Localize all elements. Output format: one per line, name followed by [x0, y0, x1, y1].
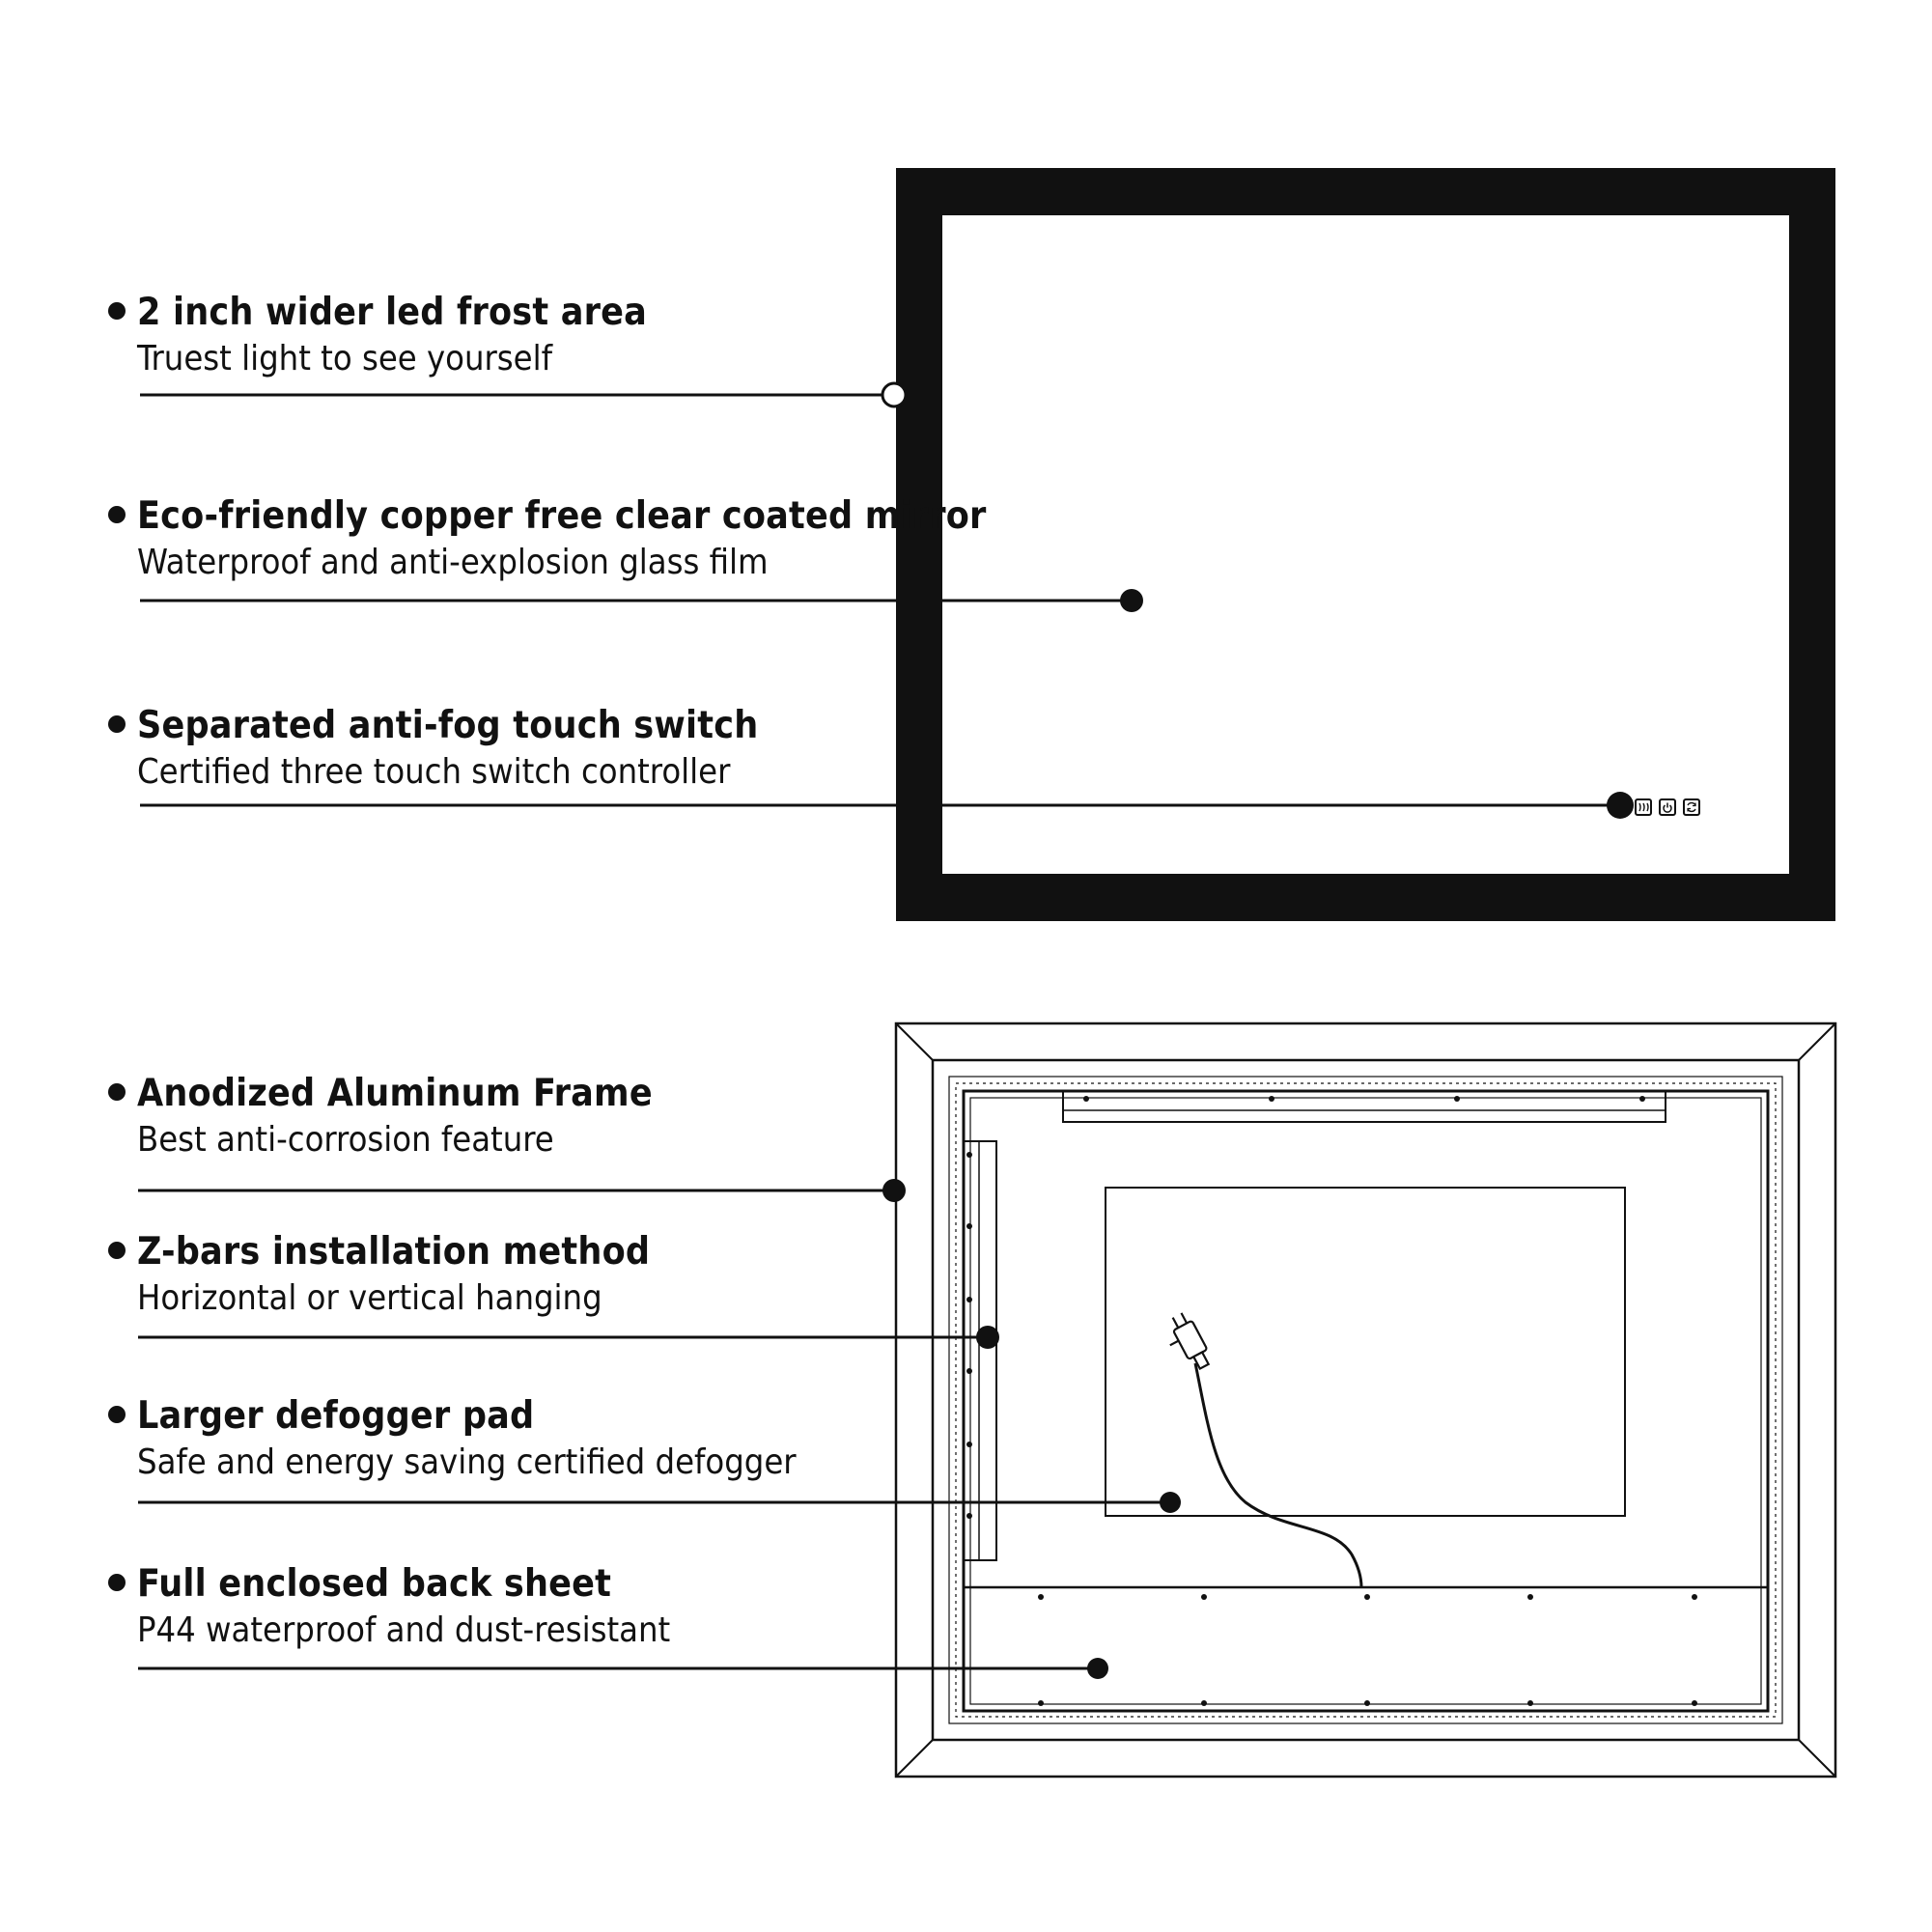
feature-subtitle: Truest light to see yourself: [137, 339, 552, 378]
screw-dot: [966, 1368, 972, 1374]
screw-dot: [1201, 1700, 1207, 1706]
screw-dot: [1692, 1700, 1697, 1706]
feature-back-sheet: Full enclosed back sheet P44 waterproof …: [108, 1561, 670, 1654]
screw-dot: [1639, 1096, 1645, 1102]
dimmer-icon: [1683, 798, 1700, 816]
feature-title: Full enclosed back sheet: [108, 1561, 670, 1608]
power-icon: [1659, 798, 1676, 816]
screw-dot: [1527, 1700, 1533, 1706]
callout-marker: [1160, 1492, 1181, 1513]
feature-title: Eco-friendly copper free clear coated mi…: [108, 493, 987, 540]
callout-marker: [882, 1179, 906, 1202]
feature-subtitle: Horizontal or vertical hanging: [137, 1278, 602, 1318]
feature-led-frost: 2 inch wider led frost area Truest light…: [108, 290, 647, 382]
mirror-back-view: [894, 1022, 1837, 1778]
defogger-pad: [1105, 1187, 1626, 1517]
screw-dot: [1364, 1594, 1370, 1600]
feature-subtitle: P44 waterproof and dust-resistant: [137, 1610, 671, 1650]
callout-marker: [1607, 792, 1634, 819]
screw-dot: [1201, 1594, 1207, 1600]
screw-dot: [1527, 1594, 1533, 1600]
feature-title: Separated anti-fog touch switch: [108, 703, 758, 749]
mirror-glass: [942, 215, 1789, 874]
back-sheet: [962, 1089, 1770, 1713]
feature-subtitle: Certified three touch switch controller: [137, 752, 731, 792]
screw-dot: [966, 1442, 972, 1447]
feature-clear-mirror: Eco-friendly copper free clear coated mi…: [108, 493, 987, 586]
screw-dot: [966, 1513, 972, 1519]
top-z-bar: [1062, 1090, 1666, 1123]
callout-markers: [881, 381, 1634, 1679]
screw-dots: [966, 1096, 1697, 1706]
feature-title: Anodized Aluminum Frame: [108, 1071, 653, 1117]
feature-defogger: Larger defogger pad Safe and energy savi…: [108, 1393, 797, 1486]
feature-subtitle: Waterproof and anti-explosion glass film: [137, 543, 769, 582]
feature-title: Larger defogger pad: [108, 1393, 797, 1440]
feature-title: Z-bars installation method: [108, 1229, 650, 1275]
screw-dot: [1454, 1096, 1460, 1102]
feature-touch-switch: Separated anti-fog touch switch Certifie…: [108, 703, 758, 796]
power-cable: [1193, 1362, 1363, 1588]
callout-marker: [1120, 589, 1143, 612]
side-z-bar: [963, 1140, 997, 1561]
screw-dot: [1038, 1594, 1044, 1600]
screw-dot: [1269, 1096, 1274, 1102]
screw-dot: [966, 1223, 972, 1229]
feature-subtitle: Best anti-corrosion feature: [137, 1120, 554, 1160]
aluminum-frame-inner: [931, 1058, 1801, 1742]
callout-marker: [976, 1326, 999, 1349]
screw-dot: [1364, 1700, 1370, 1706]
plug-icon: [1169, 1312, 1211, 1371]
feature-subtitle: Safe and energy saving certified defogge…: [137, 1442, 797, 1482]
feature-title: 2 inch wider led frost area: [108, 290, 647, 336]
touch-switch-panel: [1635, 798, 1700, 816]
antifog-icon: [1635, 798, 1652, 816]
mirror-front-view: [896, 168, 1835, 921]
leader-lines: [138, 393, 1620, 1670]
screw-dot: [1083, 1096, 1089, 1102]
feature-z-bars: Z-bars installation method Horizontal or…: [108, 1229, 650, 1322]
callout-marker-open: [881, 381, 908, 408]
screw-dot: [966, 1297, 972, 1302]
screw-dot: [1038, 1700, 1044, 1706]
screw-dot: [966, 1152, 972, 1158]
aluminum-frame-outer: [894, 1022, 1837, 1778]
callout-marker: [1087, 1658, 1108, 1679]
screw-dot: [1692, 1594, 1697, 1600]
feature-aluminum-frame: Anodized Aluminum Frame Best anti-corros…: [108, 1071, 653, 1163]
